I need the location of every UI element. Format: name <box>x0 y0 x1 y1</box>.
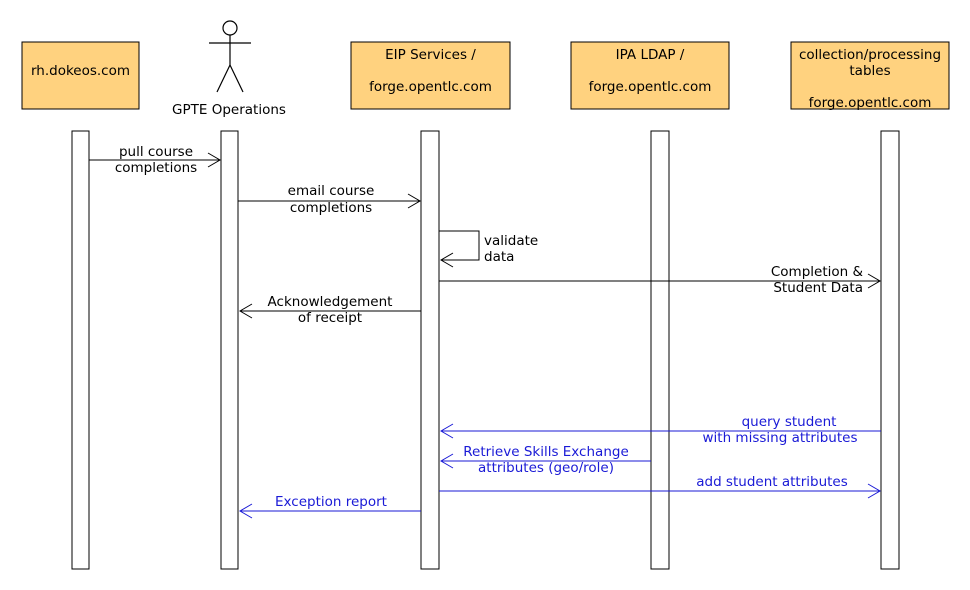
message-acknowledgement-of-receipt: Acknowledgement of receipt <box>239 294 421 326</box>
participant-rh: rh.dokeos.com <box>21 41 140 110</box>
participant-box <box>350 41 511 110</box>
participant-gpte-actor: GPTE Operations <box>172 20 286 118</box>
message-retrieve-skills-exchange: Retrieve Skills Exchange attributes (geo… <box>440 444 651 476</box>
message-label-line-1: email course <box>288 183 375 199</box>
message-completion-student-data: Completion & Student Data <box>439 264 881 296</box>
message-label-line-2: data <box>484 249 514 265</box>
actor-icon <box>209 20 251 93</box>
lifeline-ipa <box>650 130 670 570</box>
message-line <box>439 230 480 261</box>
lifeline-eip <box>420 130 440 570</box>
lifeline-rh <box>71 130 90 570</box>
arrowhead-icon <box>239 303 253 319</box>
message-label-line-1: Retrieve Skills Exchange <box>463 444 629 460</box>
message-add-student-attributes: add student attributes <box>439 474 881 499</box>
message-label-line-2: attributes (geo/role) <box>478 460 614 476</box>
participant-eip: EIP Services / forge.opentlc.com <box>350 41 511 110</box>
message-label: add student attributes <box>696 474 848 490</box>
message-pull-course-completions: pull course completions <box>89 144 221 176</box>
message-label-line-2: completions <box>290 200 372 216</box>
participant-label-line-1: collection/processing <box>799 47 941 63</box>
arrowhead-icon <box>440 423 454 439</box>
message-label: Exception report <box>275 494 387 510</box>
arrowhead-icon <box>239 503 253 519</box>
arrowhead-icon <box>440 453 454 469</box>
message-label-line-2: Student Data <box>773 280 863 296</box>
lifeline-gpte <box>220 130 239 570</box>
message-label-line-1: pull course <box>119 144 193 160</box>
arrowhead-icon <box>407 193 421 209</box>
message-exception-report: Exception report <box>239 494 421 519</box>
lifeline-coll <box>880 130 900 570</box>
arrowhead-icon <box>867 273 881 289</box>
message-label-line-2: completions <box>115 160 197 176</box>
participant-label-line-2: forge.opentlc.com <box>369 79 492 95</box>
message-label-line-2: with missing attributes <box>703 430 858 446</box>
message-label-line-1: Acknowledgement <box>268 294 393 310</box>
arrowhead-icon <box>207 152 221 168</box>
participant-label: GPTE Operations <box>172 102 286 118</box>
participant-coll: collection/processing tables forge.opent… <box>790 41 950 111</box>
participant-label-line-2: tables <box>849 63 890 79</box>
participant-label-line-2: forge.opentlc.com <box>589 79 712 95</box>
message-query-student: query student with missing attributes <box>440 414 881 446</box>
participant-box <box>570 41 730 110</box>
participant-ipa: IPA LDAP / forge.opentlc.com <box>570 41 730 110</box>
participant-box <box>21 41 140 110</box>
participant-label-line-3: forge.opentlc.com <box>809 95 932 111</box>
message-label-line-1: Completion & <box>771 264 864 280</box>
participant-label-line-1: IPA LDAP / <box>616 47 685 63</box>
arrowhead-icon <box>440 252 454 268</box>
message-label-line-1: query student <box>742 414 837 430</box>
message-validate-data: validate data <box>439 230 538 268</box>
message-label-line-2: of receipt <box>298 310 362 326</box>
participant-box <box>790 41 950 110</box>
participant-label: rh.dokeos.com <box>31 63 130 79</box>
message-email-course-completions: email course completions <box>238 183 421 216</box>
message-label-line-1: validate <box>484 233 538 249</box>
arrowhead-icon <box>867 483 881 499</box>
participant-label-line-1: EIP Services / <box>385 47 476 63</box>
